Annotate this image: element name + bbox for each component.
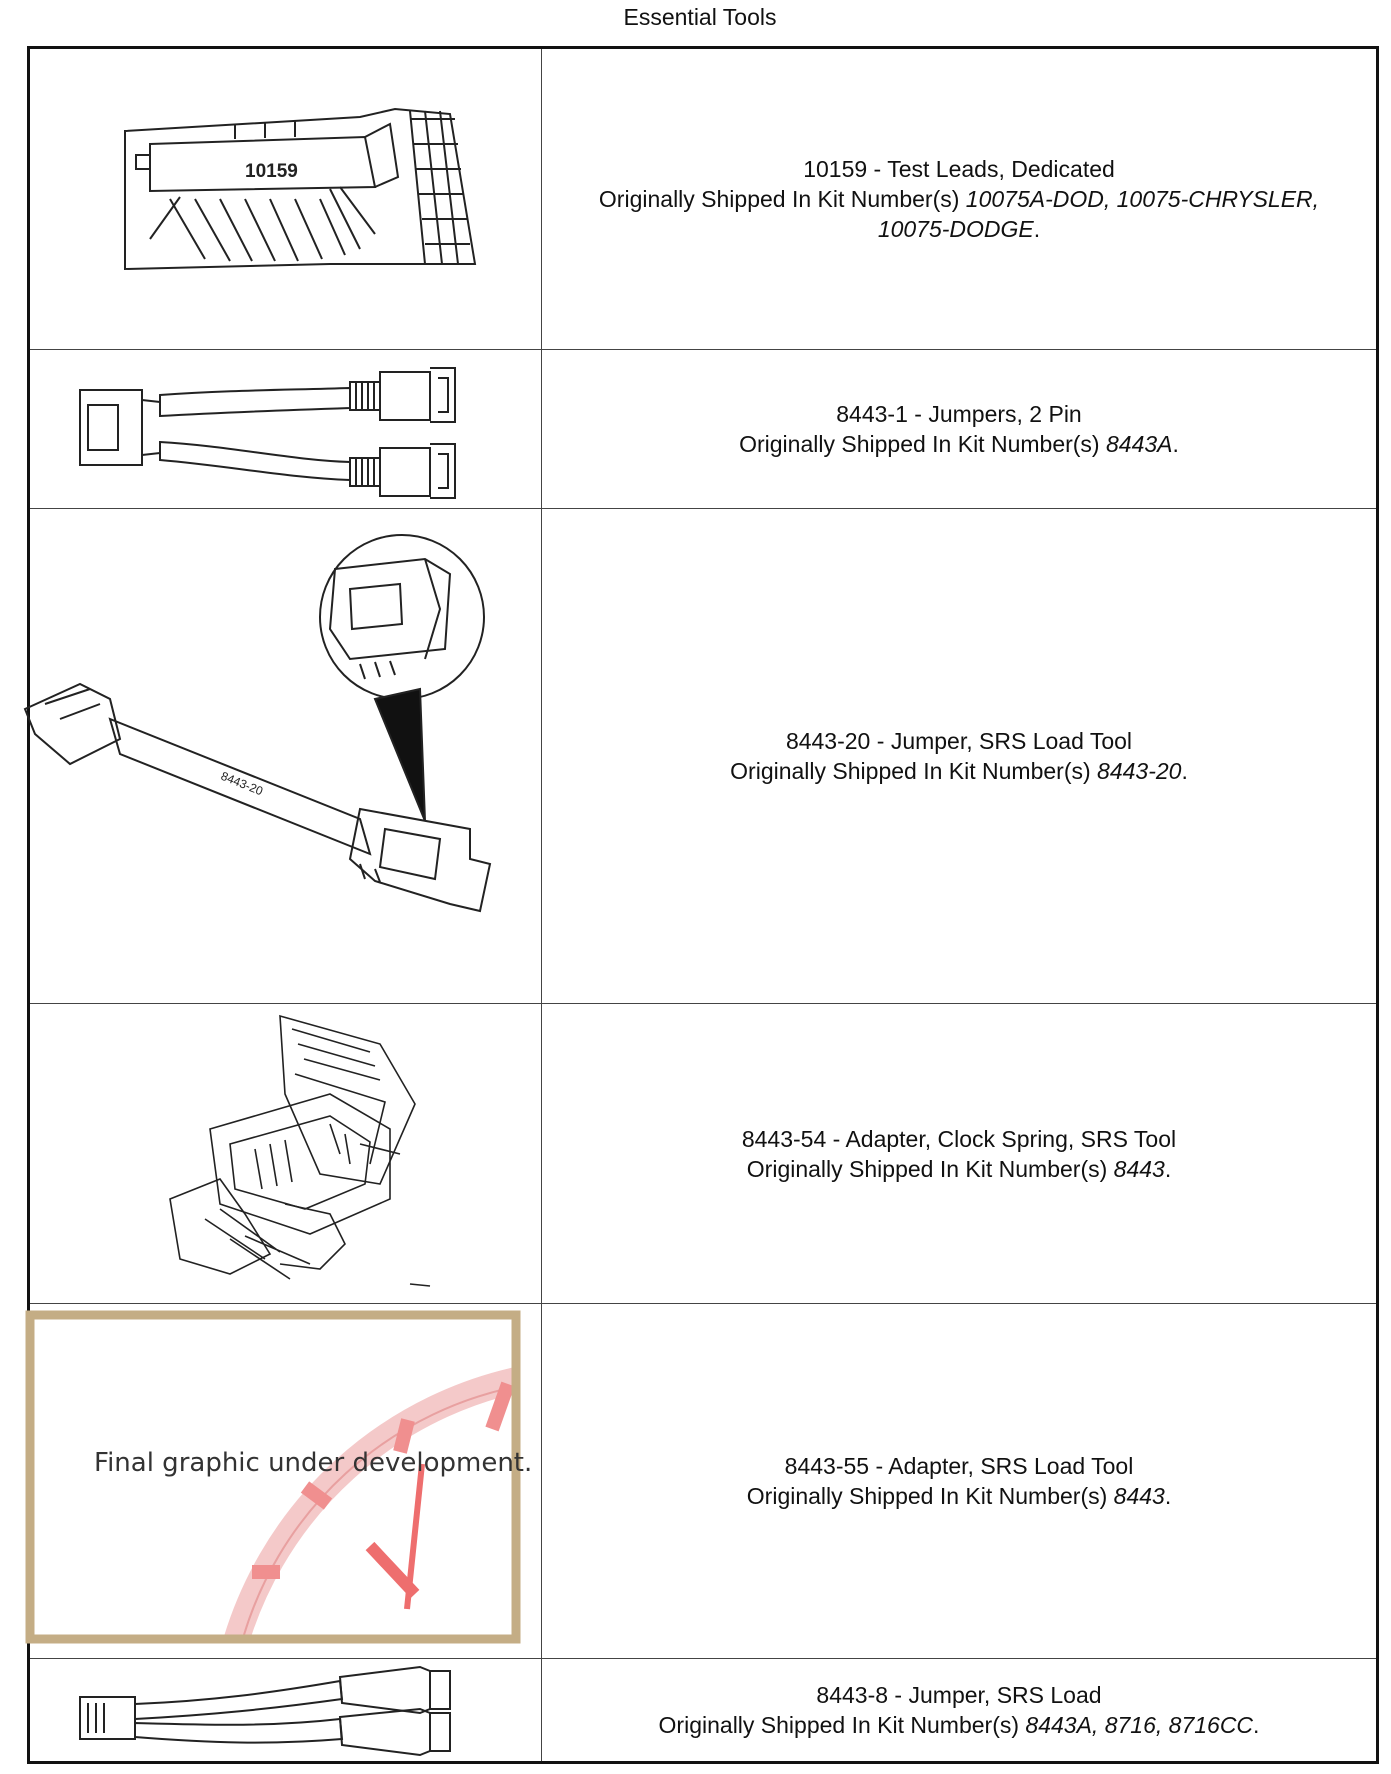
tool-description: 10159 - Test Leads, Dedicated Originally…: [598, 156, 1320, 242]
tool-image-placeholder: Final graphic under development.: [25, 1304, 542, 1658]
jumpers-illustration: [79, 367, 456, 499]
table-row: 8443-1 - Jumpers, 2 Pin Originally Shipp…: [30, 350, 1376, 509]
kit-numbers: 8443: [1113, 1155, 1165, 1182]
page-title: Essential Tools: [623, 4, 777, 30]
test-leads-illustration: 10159: [124, 107, 477, 271]
tool-number: 8443-1: [836, 401, 908, 427]
shipped-prefix: Originally Shipped In Kit Number(s): [739, 431, 1100, 457]
tool-image-jumpers-2-pin: [30, 350, 542, 508]
kit-numbers: 8443A: [1105, 431, 1173, 457]
tool-image-jumper-srs-load: [30, 1659, 542, 1761]
tool-name: Jumper, SRS Load: [908, 1682, 1102, 1708]
tool-description: 8443-20 - Jumper, SRS Load Tool Original…: [730, 728, 1188, 784]
tool-name: Adapter, Clock Spring, SRS Tool: [845, 1125, 1177, 1152]
clock-spring-adapter-illustration: [169, 1014, 431, 1287]
table-row: 8443-20 8443-20 - Jumper, SRS Load Tool …: [23, 509, 1376, 1004]
table-row: 8443-8 - Jumper, SRS Load Originally Shi…: [30, 1659, 1376, 1761]
tool-number: 10159: [803, 156, 868, 182]
table-row: Final graphic under development. 8443-55…: [25, 1304, 1376, 1659]
placeholder-text: Final graphic under development.: [94, 1448, 533, 1478]
test-leads-label: 10159: [245, 161, 298, 182]
tool-description: 8443-55 - Adapter, SRS Load Tool Origina…: [746, 1453, 1172, 1509]
tool-description: 8443-1 - Jumpers, 2 Pin Originally Shipp…: [739, 401, 1179, 457]
tool-image-jumper-srs-load-tool: 8443-20: [23, 509, 542, 1003]
tool-number: 8443-54: [741, 1125, 827, 1152]
tool-number: 8443-55: [784, 1453, 870, 1479]
kit-numbers: 8443A, 8716, 8716CC: [1025, 1712, 1254, 1738]
table-row: 10159 10159 - Test Leads, Dedicated Orig…: [30, 49, 1376, 350]
kit-numbers: 10075A-DOD, 10075-CHRYSLER, 10075-DODGE: [877, 186, 1320, 242]
tool-image-adapter-clock-spring: [30, 1004, 542, 1303]
tool-name: Jumper, SRS Load Tool: [890, 728, 1133, 754]
table-row: 8443-54 - Adapter, Clock Spring, SRS Too…: [30, 1004, 1376, 1304]
tool-image-test-leads: 10159: [30, 49, 542, 349]
tool-name: Test Leads, Dedicated: [887, 156, 1115, 182]
tool-description: 8443-8 - Jumper, SRS Load Originally Shi…: [658, 1682, 1260, 1738]
srs-load-jumper-illustration: [79, 1665, 451, 1757]
under-development-placeholder: [25, 1310, 521, 1644]
svg-text:8443-20: 8443-20: [219, 769, 265, 799]
srs-jumper-illustration: 8443-20: [23, 534, 492, 913]
shipped-prefix: Originally Shipped In Kit Number(s): [746, 1155, 1108, 1182]
tool-name: Adapter, SRS Load Tool: [888, 1453, 1134, 1479]
shipped-prefix: Originally Shipped In Kit Number(s): [658, 1712, 1020, 1738]
tool-number: 8443-20: [785, 728, 871, 754]
kit-numbers: 8443-20: [1097, 758, 1182, 784]
tool-number: 8443-8: [816, 1682, 889, 1708]
shipped-prefix: Originally Shipped In Kit Number(s): [730, 758, 1091, 784]
essential-tools-table: 10159 10159 - Test Leads, Dedicated Orig…: [23, 46, 1379, 1764]
shipped-prefix: Originally Shipped In Kit Number(s): [598, 186, 960, 212]
kit-numbers: 8443: [1113, 1483, 1165, 1509]
tool-name: Jumpers, 2 Pin: [928, 401, 1082, 427]
tool-description: 8443-54 - Adapter, Clock Spring, SRS Too…: [741, 1125, 1177, 1182]
shipped-prefix: Originally Shipped In Kit Number(s): [746, 1483, 1108, 1509]
